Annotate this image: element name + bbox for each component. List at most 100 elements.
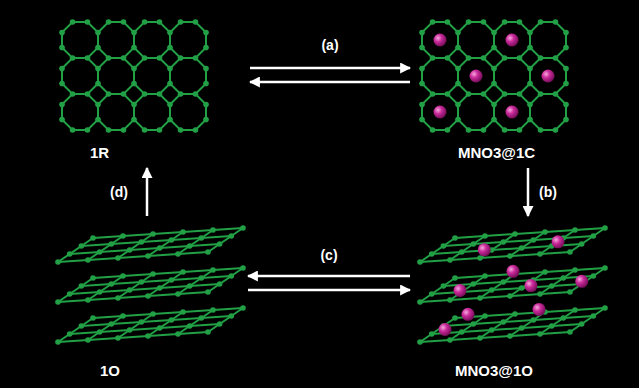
arrow-line xyxy=(146,168,149,216)
layer-atom xyxy=(210,267,216,273)
layer-atom xyxy=(561,275,567,281)
framework-atom xyxy=(517,127,523,133)
framework-atom xyxy=(142,91,148,97)
framework-atom xyxy=(563,30,569,36)
framework-ring xyxy=(422,22,458,58)
framework-atom xyxy=(131,102,137,108)
layer-atom xyxy=(150,231,156,237)
step-label: (d) xyxy=(107,183,131,202)
layer-atom xyxy=(79,283,85,289)
layer-atom xyxy=(175,331,181,337)
framework-ring xyxy=(422,94,458,130)
layer-atom xyxy=(205,329,211,335)
framework-atom xyxy=(527,66,533,72)
layer-atom xyxy=(55,299,61,305)
compound-label: 1R xyxy=(90,144,109,162)
layer-atom xyxy=(447,257,453,263)
layer-bond xyxy=(510,232,545,256)
layer-atom xyxy=(115,255,121,261)
framework-atom xyxy=(466,127,472,133)
layer-bond xyxy=(420,318,455,342)
layer-atom xyxy=(567,289,573,295)
structure-panel: 1R xyxy=(55,14,250,168)
layer-bond xyxy=(148,312,183,336)
guest-ion xyxy=(575,275,588,288)
layer-bond xyxy=(208,308,243,332)
framework-atom xyxy=(59,117,65,123)
layer-atom xyxy=(507,253,513,259)
layer-atom xyxy=(471,281,477,287)
framework-ring xyxy=(62,58,98,94)
framework-atom xyxy=(203,117,209,123)
layer-atom xyxy=(417,299,423,305)
framework-atom xyxy=(527,102,533,108)
framework-atom xyxy=(419,81,425,87)
framework-atom xyxy=(142,55,148,61)
layer-atom xyxy=(591,313,597,319)
loaded-sheets xyxy=(417,225,608,345)
layer-atom xyxy=(97,249,103,255)
layer-bond xyxy=(540,310,575,334)
framework-ring xyxy=(530,58,566,94)
framework-atom xyxy=(167,117,173,123)
layer-atom xyxy=(429,251,435,257)
layer-atom xyxy=(542,229,548,235)
framework-atom xyxy=(193,91,199,97)
framework-atom xyxy=(121,91,127,97)
framework-atom xyxy=(203,30,209,36)
framework-atom xyxy=(178,91,184,97)
layer-atom xyxy=(537,331,543,337)
layer-atom xyxy=(459,249,465,255)
layer-atom xyxy=(602,265,608,271)
layer-atom xyxy=(97,329,103,335)
layer-bond xyxy=(420,278,455,302)
framework-atom xyxy=(85,55,91,61)
framework-atom xyxy=(167,102,173,108)
layer-atom xyxy=(240,305,246,311)
framework-atom xyxy=(70,19,76,25)
guest-ion xyxy=(533,303,546,316)
layer-bond xyxy=(455,308,605,318)
framework-atom xyxy=(178,127,184,133)
step-label: (a) xyxy=(318,36,341,55)
layer-bond xyxy=(480,274,515,298)
framework-ring xyxy=(62,22,98,58)
layer-atom xyxy=(150,311,156,317)
layer-atom xyxy=(482,233,488,239)
layer-atom xyxy=(537,291,543,297)
arrow-line xyxy=(250,81,410,84)
framework-ring xyxy=(98,58,134,94)
framework-atom xyxy=(491,45,497,51)
framework-atom xyxy=(121,19,127,25)
layer-atom xyxy=(187,323,193,329)
layer-bond xyxy=(93,268,243,278)
layer-atom xyxy=(139,239,145,245)
layer-atom xyxy=(549,283,555,289)
layer-atom xyxy=(459,329,465,335)
layer-atom xyxy=(187,283,193,289)
layer-atom xyxy=(157,245,163,251)
framework-atom xyxy=(157,55,163,61)
layer-atom xyxy=(452,275,458,281)
framework-atom xyxy=(466,19,472,25)
guest-ion xyxy=(434,106,447,119)
layer-atom xyxy=(512,311,518,317)
framework-atom xyxy=(59,45,65,51)
layer-atom xyxy=(501,319,507,325)
framework-atom xyxy=(430,19,436,25)
layer-bond xyxy=(570,228,605,252)
framework-atom xyxy=(553,127,559,133)
layer-atom xyxy=(175,251,181,257)
framework-atom xyxy=(481,19,487,25)
layer-bond xyxy=(148,232,183,256)
arrow-line xyxy=(248,289,410,292)
framework-ring xyxy=(134,22,170,58)
framework-atom xyxy=(445,55,451,61)
framework-ring xyxy=(170,94,206,130)
layer-atom xyxy=(452,315,458,321)
layer-atom xyxy=(519,325,525,331)
reaction-arrow xyxy=(147,168,148,216)
framework-atom xyxy=(203,81,209,87)
framework-atom xyxy=(455,30,461,36)
